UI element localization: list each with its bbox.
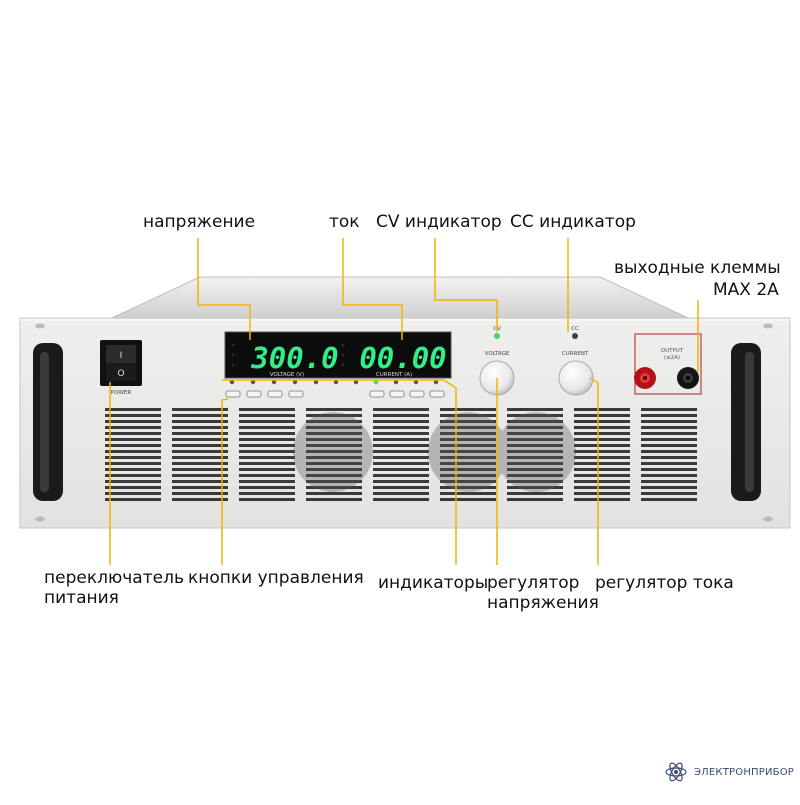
positive-terminal[interactable] [634, 367, 656, 389]
voltage-display: 300.0 [250, 341, 338, 375]
callout-line-buttons [221, 398, 229, 565]
power-label: POWER [111, 390, 132, 396]
callout-line-cv [434, 238, 498, 332]
fan-shadows [293, 412, 576, 492]
cc-label: CC [571, 326, 579, 332]
label-control-buttons: кнопки управления [188, 568, 364, 588]
company-logo: ЭЛЕКТРОНПРИБОР [664, 760, 794, 784]
callout-line-voltage [197, 238, 251, 340]
svg-text:O: O [117, 369, 124, 379]
right-handle [731, 343, 761, 501]
current-knob[interactable] [558, 360, 594, 396]
output-max-label: (≤2A) [664, 355, 680, 361]
label-current: ток [329, 212, 360, 232]
label-output-terminals-1: выходные клеммы [614, 258, 781, 278]
callout-line-indicators [443, 379, 457, 565]
label-cc-indicator: CC индикатор [510, 212, 636, 232]
power-switch[interactable]: I O [100, 340, 142, 386]
output-frame [634, 333, 702, 395]
label-power-switch: переключатель питания [44, 568, 184, 608]
display-window [224, 331, 452, 379]
current-unit-label: CURRENT (A) [376, 372, 412, 378]
label-voltage: напряжение [143, 212, 256, 232]
current-display: 00.00 [359, 341, 446, 375]
callout-line-current-regulator [589, 377, 599, 565]
atom-icon [665, 762, 687, 782]
label-cv-indicator: CV индикатор [376, 212, 502, 232]
cc-led [572, 333, 578, 339]
label-current-regulator: регулятор тока [595, 573, 734, 593]
rack-holes [35, 323, 773, 522]
current-knob-label: CURRENT [562, 351, 589, 357]
voltage-knob-label: VOLTAGE [485, 351, 510, 357]
label-output-terminals-2: MAX 2A [713, 280, 779, 300]
label-voltage-regulator: регулятор напряжения [487, 573, 599, 613]
ventilation-grills [105, 405, 697, 501]
indicator-leds [229, 379, 439, 385]
negative-terminal[interactable] [677, 367, 699, 389]
voltage-unit-label: VOLTAGE (V) [270, 372, 304, 378]
display-side-dots [231, 343, 345, 367]
output-label: OUTPUT [661, 348, 684, 354]
logo-text: ЭЛЕКТРОНПРИБОР [694, 766, 795, 778]
label-indicators: индикаторы [378, 573, 489, 593]
callout-lines [109, 238, 699, 565]
callout-line-current [342, 238, 403, 340]
left-handle [33, 343, 63, 501]
control-buttons[interactable] [225, 390, 445, 398]
svg-text:I: I [120, 351, 123, 361]
cv-led [494, 333, 500, 339]
